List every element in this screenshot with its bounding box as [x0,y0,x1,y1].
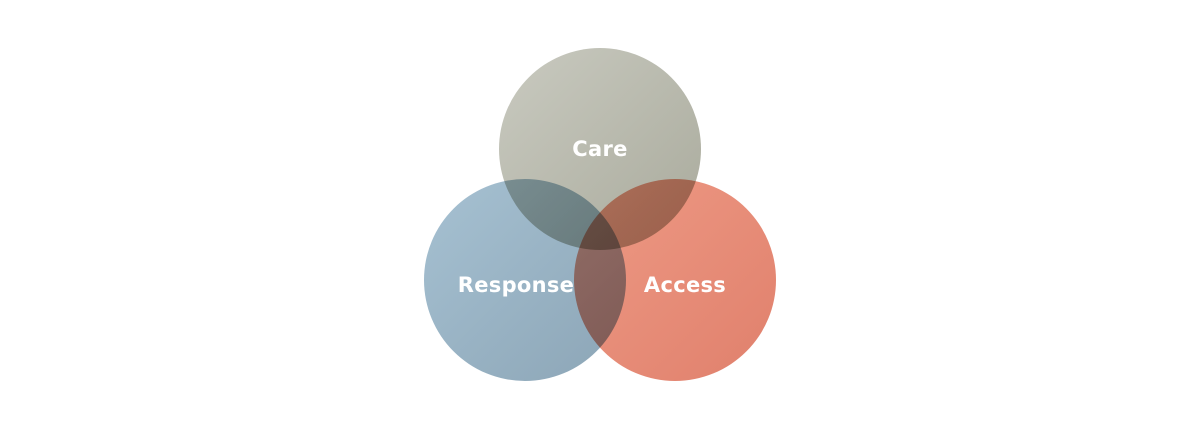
response-label: Response [458,273,574,297]
access-label: Access [644,273,726,297]
care-circle [499,48,701,250]
care-label: Care [572,137,627,161]
